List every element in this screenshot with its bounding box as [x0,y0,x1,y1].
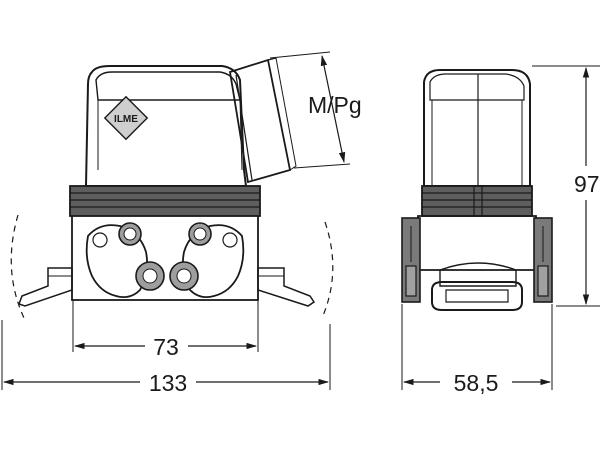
mounting-dimension: 73 [72,300,259,360]
side-right-bracket [533,217,553,303]
lever-swing-arc-right [321,221,334,319]
side-hood-body [423,69,531,187]
rib-bands [69,185,261,217]
thread-label: M/Pg [308,92,362,118]
pin-cutouts [85,222,245,299]
side-locking-handle [431,281,523,311]
side-left-bracket [401,217,421,303]
width-dimension: 58,5 [401,304,553,396]
height-dimension: 97 [532,65,600,307]
overall-dimension-value: 133 [149,370,187,396]
lever-swing-arc-left [10,214,25,319]
left-locking-lever [18,267,73,307]
side-base [417,215,537,271]
side-rib-bands [421,185,533,217]
overall-dimension: 133 [1,320,331,396]
width-dimension-value: 58,5 [454,370,499,396]
height-dimension-value: 97 [574,171,600,197]
manufacturer-logo: ILME [103,95,149,141]
side-view: 58,5 97 [401,65,600,396]
thread-dimension: M/Pg [269,51,362,169]
front-view: ILME [1,51,362,396]
hood-body [84,65,248,187]
right-locking-lever [257,267,316,307]
mounting-dimension-value: 73 [153,334,179,360]
logo-text: ILME [114,114,138,125]
cable-entry [228,57,297,184]
